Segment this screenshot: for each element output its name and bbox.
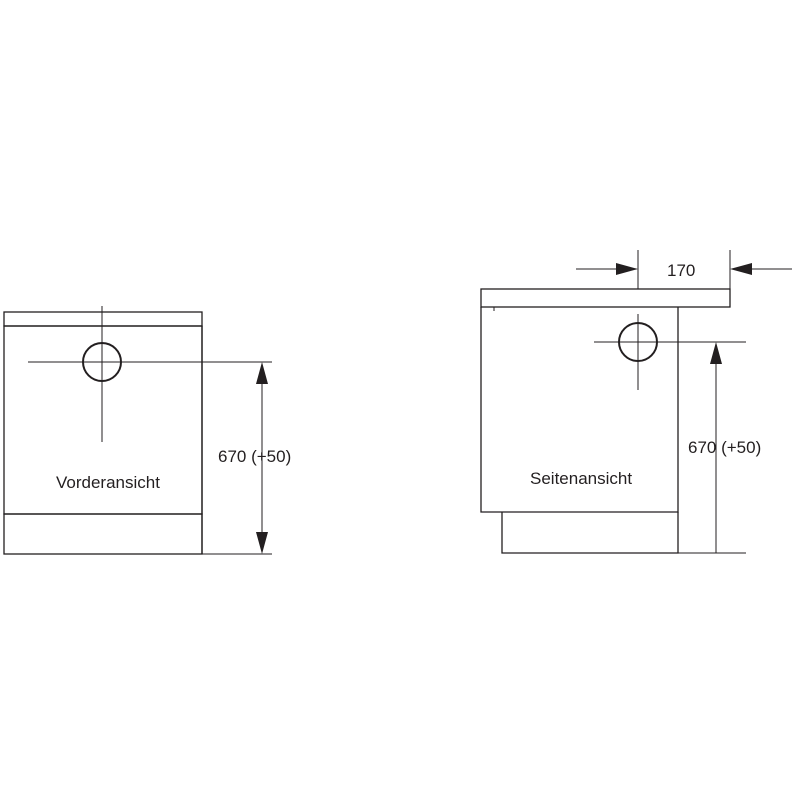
side-depth-dimension-label: 170 (667, 261, 695, 280)
side-depth-arrow-left (616, 263, 638, 275)
front-view: 670 (+50) Vorderansicht (3, 306, 291, 555)
side-view: 170 670 (+50) Seitenansicht (480, 250, 792, 554)
front-height-arrow-up (256, 362, 268, 384)
front-height-arrow-down (256, 532, 268, 554)
front-plinth (3, 513, 203, 555)
side-depth-arrow-right (730, 263, 752, 275)
front-view-label: Vorderansicht (56, 473, 160, 492)
front-height-dimension-label: 670 (+50) (218, 447, 291, 466)
side-height-dimension-label: 670 (+50) (688, 438, 761, 457)
side-view-label: Seitenansicht (530, 469, 632, 488)
front-worktop (3, 311, 203, 327)
side-height-arrow-up (710, 342, 722, 364)
side-plinth (501, 512, 679, 554)
side-worktop (480, 288, 731, 308)
side-cabinet-body (480, 307, 679, 513)
